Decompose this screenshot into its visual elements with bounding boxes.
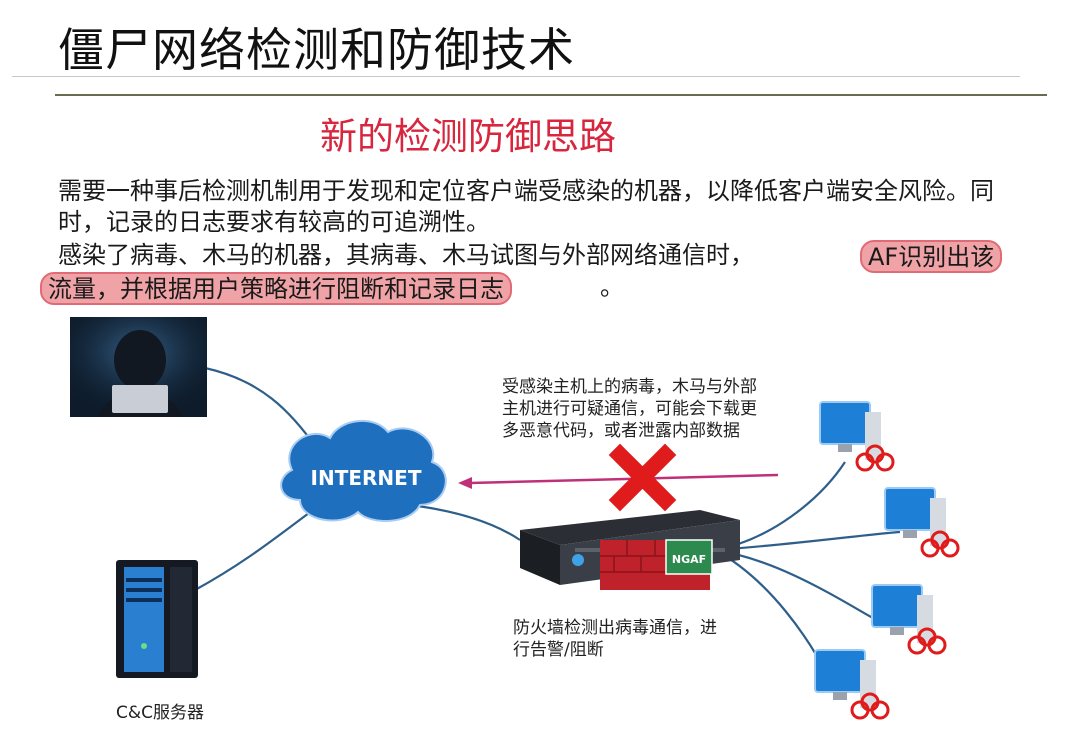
outbound-traffic-arrow — [458, 473, 779, 489]
threat-annotation: 受感染主机上的病毒，木马与外部主机进行可疑通信，可能会下载更多恶意代码，或者泄露… — [502, 377, 757, 441]
title-rule — [55, 94, 1047, 96]
highlight-af-detect: AF识别出该 — [860, 240, 1003, 273]
biohazard-icon — [850, 692, 890, 720]
internet-cloud-icon: INTERNET — [280, 419, 447, 523]
biohazard-icon — [907, 627, 947, 655]
firewall-appliance-icon: NGAF — [520, 510, 740, 590]
infected-pc-icon — [871, 584, 947, 655]
block-x-icon — [608, 443, 677, 512]
infected-pc-icon — [884, 487, 960, 558]
cc-server-label: C&C服务器 — [116, 703, 204, 723]
slide-title: 僵尸网络检测和防御技术 — [58, 23, 575, 77]
infected-pc-icon — [819, 401, 895, 472]
slide-subtitle: 新的检测防御思路 — [320, 115, 616, 158]
link-server-internet — [194, 504, 321, 591]
biohazard-icon — [920, 530, 960, 558]
body-paragraph-2-tail: 。 — [600, 273, 624, 301]
highlight-block-log: 流量，并根据用户策略进行阻断和记录日志 — [40, 272, 512, 305]
biohazard-icon — [855, 444, 895, 472]
link-internet-firewall — [409, 503, 521, 541]
infected-pc-icon — [814, 649, 890, 720]
link-firewall-pc3 — [714, 548, 881, 623]
body-paragraph-1: 需要一种事后检测机制用于发现和定位客户端受感染的机器，以降低客户端安全风险。同时… — [58, 177, 994, 236]
body-paragraph-2-lead: 感染了病毒、木马的机器，其病毒、木马试图与外部网络通信时， — [58, 241, 754, 269]
hacker-image — [70, 317, 207, 417]
link-firewall-pc2 — [714, 530, 901, 552]
server-tower-icon — [116, 560, 198, 678]
title-rule-top — [12, 76, 1020, 77]
internet-label: INTERNET — [311, 466, 422, 490]
network-diagram: INTERNET — [70, 317, 960, 720]
ngaf-badge: NGAF — [672, 553, 706, 566]
firewall-annotation: 防火墙检测出病毒通信，进行告警/阻断 — [513, 618, 717, 660]
